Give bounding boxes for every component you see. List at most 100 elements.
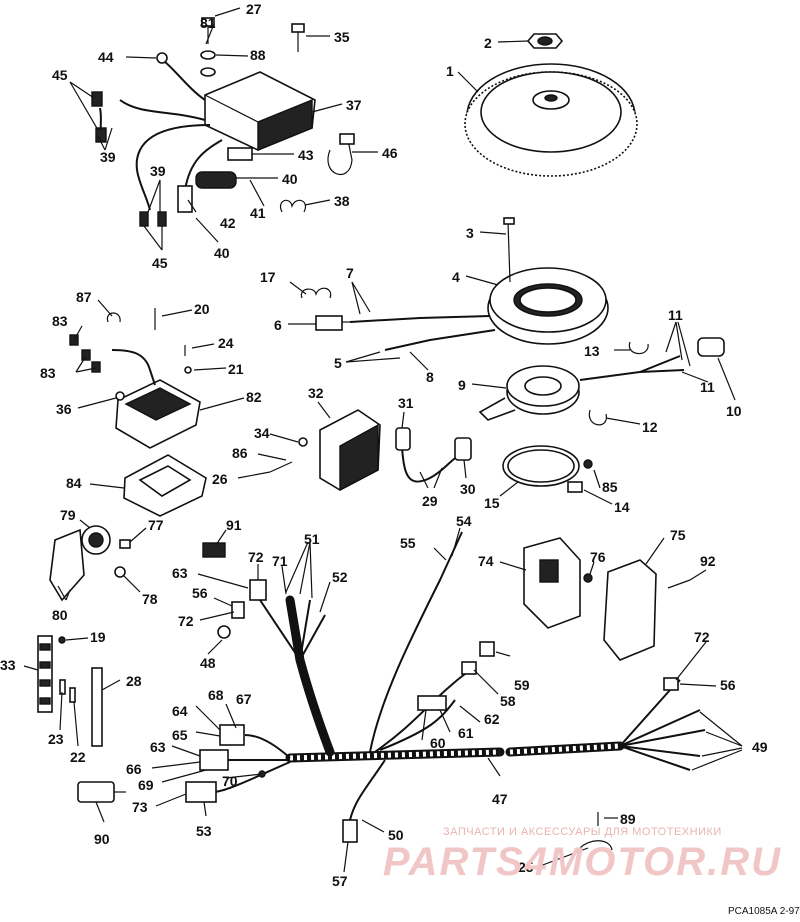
screw-36 <box>115 391 125 401</box>
callout-92: 92 <box>700 553 716 569</box>
module-75 <box>603 559 657 661</box>
callout-74: 74 <box>478 553 494 569</box>
watermark-brand: PARTS4MOTOR.RU <box>382 840 782 884</box>
callout-20: 20 <box>194 301 210 317</box>
callout-47: 47 <box>492 791 508 807</box>
callout-46: 46 <box>382 145 398 161</box>
terminal-58 <box>461 661 477 675</box>
callout-39b: 39 <box>150 163 166 179</box>
connector-64 <box>219 724 245 746</box>
callout-14: 14 <box>614 499 630 515</box>
callout-54: 54 <box>456 513 472 529</box>
callout-13: 13 <box>584 343 600 359</box>
callout-88: 88 <box>250 47 266 63</box>
callout-71: 71 <box>272 553 288 569</box>
washer-81 <box>200 67 216 77</box>
callout-83a: 83 <box>52 313 68 329</box>
callout-57: 57 <box>332 873 348 889</box>
screw-27 <box>201 17 215 44</box>
callout-78: 78 <box>142 591 158 607</box>
callout-89: 89 <box>620 811 636 827</box>
callout-45a: 45 <box>52 67 68 83</box>
callout-3: 3 <box>466 225 474 241</box>
callout-76: 76 <box>590 549 606 565</box>
gasket <box>123 454 207 517</box>
harness-left-leads <box>214 734 291 793</box>
screw-77 <box>119 539 131 549</box>
terminal-59 <box>479 641 495 657</box>
callout-37: 37 <box>346 97 362 113</box>
fuse-holder-91 <box>202 542 226 558</box>
callout-9: 9 <box>458 377 466 393</box>
callout-40a: 40 <box>282 171 298 187</box>
clip-87 <box>106 312 121 323</box>
connector-72-top <box>249 579 267 601</box>
power-pack <box>204 71 316 152</box>
callout-66: 66 <box>126 761 142 777</box>
callout-39a: 39 <box>100 149 116 165</box>
sensor-90 <box>77 781 126 803</box>
lead-39 <box>99 107 102 131</box>
power-pack-lead-b <box>135 124 211 211</box>
callout-numbers: 1 2 3 4 5 6 7 8 9 10 11 11 12 13 14 15 1… <box>0 1 768 889</box>
callout-85: 85 <box>602 479 618 495</box>
callout-72c: 72 <box>694 629 710 645</box>
callout-40b: 40 <box>214 245 230 261</box>
strap-46 <box>327 139 353 176</box>
callout-90: 90 <box>94 831 110 847</box>
watermark: ЗАПЧАСТИ И АКСЕССУАРЫ ДЛЯ МОТОТЕХНИКИ PA… <box>383 826 782 885</box>
callout-68: 68 <box>208 687 224 703</box>
jumper-23 <box>59 679 66 695</box>
callout-8: 8 <box>426 369 434 385</box>
callout-31: 31 <box>398 395 414 411</box>
strap-buckle <box>339 133 355 145</box>
ground-terminal <box>156 52 168 64</box>
cover-28 <box>91 667 103 747</box>
flywheel <box>464 63 638 177</box>
bracket-74 <box>523 537 581 629</box>
callout-48: 48 <box>200 655 216 671</box>
callout-56b: 56 <box>720 677 736 693</box>
callout-63a: 63 <box>172 565 188 581</box>
washer-88 <box>200 50 216 60</box>
callout-63b: 63 <box>150 739 166 755</box>
callout-10: 10 <box>726 403 742 419</box>
callout-29: 29 <box>422 493 438 509</box>
callout-38: 38 <box>334 193 350 209</box>
washer-21 <box>184 366 192 374</box>
callout-58: 58 <box>500 693 516 709</box>
callout-26: 26 <box>212 471 228 487</box>
callout-43: 43 <box>298 147 314 163</box>
callout-27: 27 <box>246 1 262 17</box>
screw-35 <box>291 23 305 52</box>
bracket-80 <box>49 528 85 602</box>
switch-79 <box>81 525 111 555</box>
callout-72b: 72 <box>178 613 194 629</box>
callout-51: 51 <box>304 531 320 547</box>
connector-57 <box>342 819 358 843</box>
connector-42 <box>177 185 193 213</box>
callout-7: 7 <box>346 265 354 281</box>
connector-41 <box>195 171 237 189</box>
callout-59: 59 <box>514 677 530 693</box>
callout-35: 35 <box>334 29 350 45</box>
lead-54 <box>369 531 463 753</box>
power-pack-lead-c <box>184 139 223 191</box>
timer-lead-b <box>639 369 685 373</box>
callout-50: 50 <box>388 827 404 843</box>
callout-41: 41 <box>250 205 266 221</box>
leads-49 <box>619 709 706 771</box>
screw-85 <box>583 459 593 469</box>
clamp-25 <box>579 840 613 851</box>
callout-79: 79 <box>60 507 76 523</box>
callout-67: 67 <box>236 691 252 707</box>
connector-43 <box>227 147 266 161</box>
connector-60 <box>417 695 447 711</box>
watermark-tagline: ЗАПЧАСТИ И АКСЕССУАРЫ ДЛЯ МОТОТЕХНИКИ <box>443 826 722 838</box>
callout-23: 23 <box>48 731 64 747</box>
ignition-coil <box>319 409 381 492</box>
connector-6 <box>315 315 354 331</box>
callout-83b: 83 <box>40 365 56 381</box>
connector-72-right <box>663 677 679 691</box>
callout-19: 19 <box>90 629 106 645</box>
